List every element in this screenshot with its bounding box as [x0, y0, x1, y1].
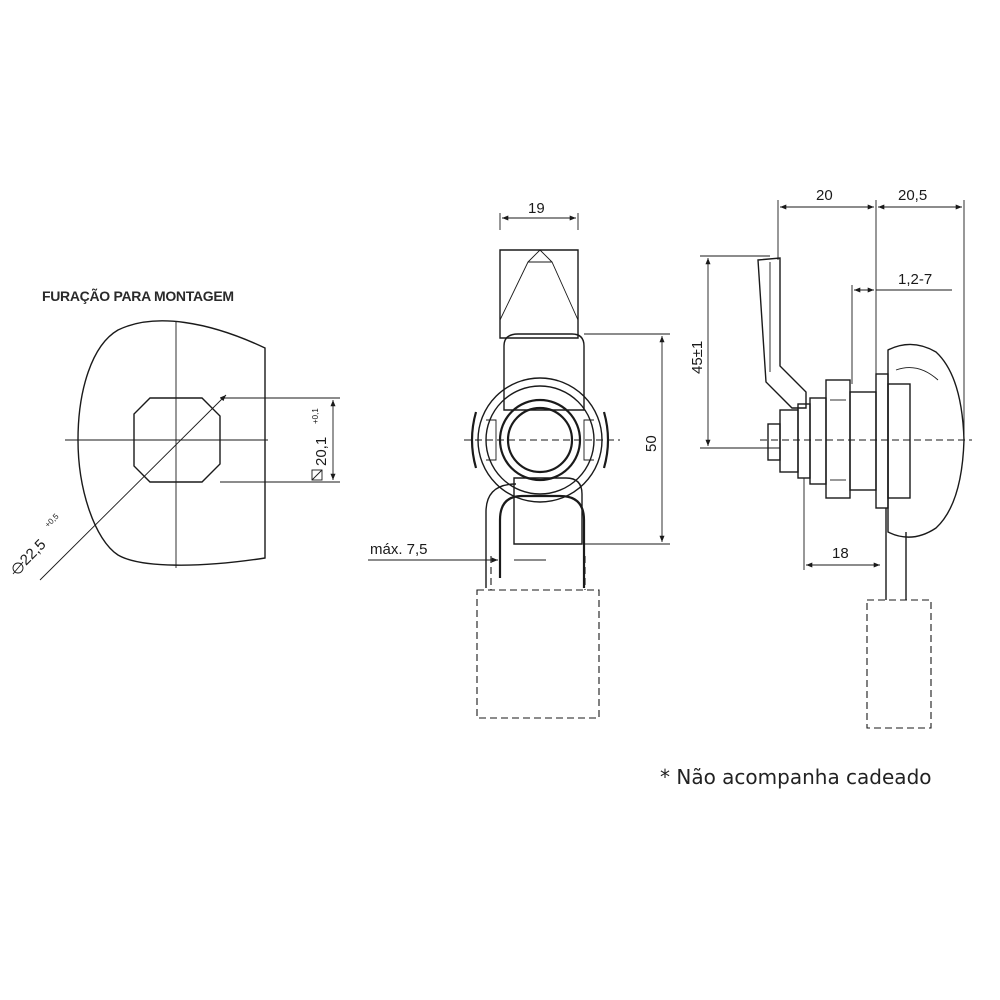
ear-left	[470, 411, 478, 469]
rosette-outer	[477, 377, 603, 503]
dim-left-label: 20	[816, 187, 833, 204]
dim-right-label: 20,5	[898, 187, 927, 204]
dim-bottom-label: 18	[832, 545, 849, 562]
side-view: 20 20,5 1,2-7 45±1 18	[689, 187, 972, 729]
washer-1	[797, 403, 811, 479]
flange-body	[887, 343, 965, 538]
hasp-body	[513, 477, 583, 545]
thread-body	[849, 391, 877, 491]
dim-side-height-label: 45±1	[689, 341, 706, 374]
dim-line-diameter	[39, 394, 227, 581]
bolt-tip	[767, 423, 781, 461]
dim-thickness-label: 1,2-7	[898, 271, 932, 288]
side-hasp	[885, 508, 907, 600]
note-text: * Não acompanha cadeado	[660, 765, 932, 789]
dim-max-label: máx. 7,5	[370, 541, 428, 558]
dim-height-label: 50	[643, 435, 660, 452]
washer-2	[809, 397, 827, 485]
dim-width-label: 19	[528, 200, 545, 217]
side-lever	[757, 257, 807, 409]
side-padlock-outline	[866, 599, 932, 729]
diameter-symbol	[12, 562, 24, 574]
mounting-hole-view: FURAÇÃO PARA MONTAGEM 20,1 +0,1 22,5 +0,…	[12, 287, 340, 581]
square-symbol-diag	[311, 469, 323, 481]
dim-square-label: 20,1	[313, 437, 330, 466]
dim-square-tol: +0,1	[311, 408, 320, 424]
bolt-shank	[779, 409, 799, 473]
shackle-left	[485, 483, 517, 588]
ear-left-inner	[486, 419, 497, 461]
panel-plate	[875, 373, 889, 509]
dim-diameter-tol: +0,5	[43, 511, 61, 529]
front-view: 19 50 máx. 7,5	[368, 200, 670, 719]
panel-outline	[77, 320, 266, 566]
handle-wing-facet	[499, 249, 579, 321]
cylinder-inner	[506, 406, 574, 474]
square-symbol	[311, 469, 323, 481]
diameter-symbol-slash	[12, 561, 24, 575]
flange-neck	[887, 383, 911, 499]
flange-detail	[895, 367, 939, 381]
handle-body	[503, 333, 585, 411]
ear-right-inner	[583, 419, 594, 461]
padlock-outline	[476, 589, 600, 719]
square-hole	[133, 397, 221, 483]
hasp-loop	[498, 494, 586, 588]
mounting-title: FURAÇÃO PARA MONTAGEM	[42, 287, 234, 304]
